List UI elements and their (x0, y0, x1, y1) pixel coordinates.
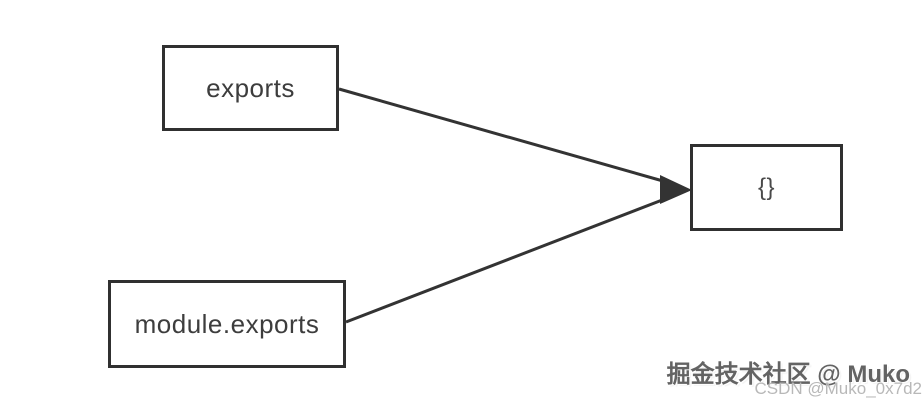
node-exports-label: exports (206, 72, 295, 103)
node-module-exports: module.exports (108, 280, 346, 368)
arrowhead-icon (660, 175, 692, 204)
node-exports: exports (162, 45, 339, 131)
node-module-exports-label: module.exports (134, 308, 320, 339)
node-object-literal: {} (690, 144, 843, 231)
watermark-juejin: 掘金技术社区 @ Muko (666, 361, 910, 388)
node-object-literal-label: {} (757, 173, 776, 201)
watermark-csdn: CSDN @Muko_0x7d2 (754, 379, 922, 398)
edge-module-exports-to-object (345, 195, 671, 324)
edge-exports-to-object (338, 87, 671, 185)
